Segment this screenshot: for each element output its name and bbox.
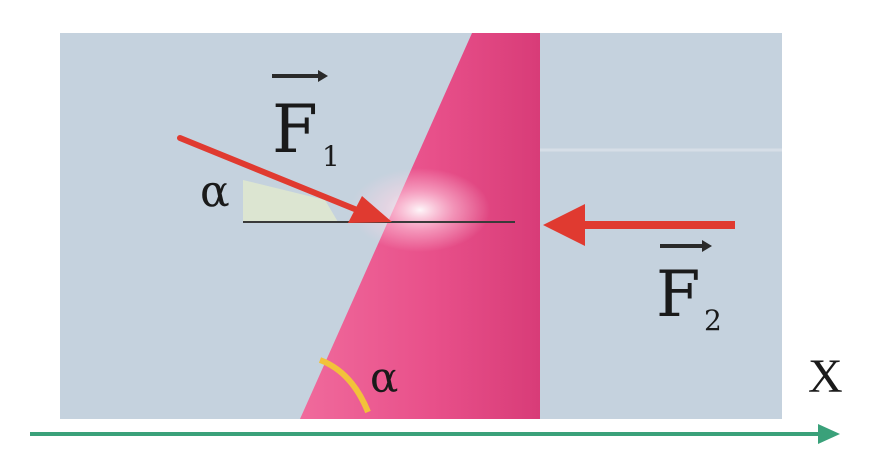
force-f2-arrowhead: [543, 204, 585, 246]
angle-bottom-label: α: [370, 353, 398, 402]
force-f1-arrow-shaft: [177, 135, 365, 215]
contact-glow: [350, 168, 490, 252]
force-f2-subscript: 2: [704, 304, 722, 337]
force-f1-arrowhead: [348, 196, 392, 223]
force-f1-vector-bar-head: [318, 70, 328, 82]
force-f2-letter: F: [656, 258, 700, 332]
angle-top-fill: [243, 180, 338, 222]
force-f1-letter: F: [272, 91, 318, 168]
x-axis-arrowhead: [818, 424, 840, 444]
force-f2-vector-bar-head: [702, 240, 712, 252]
angle-top-label: α: [200, 166, 230, 217]
angle-bottom-arc: [318, 357, 371, 414]
x-axis-label: X: [808, 350, 843, 403]
force-f1-subscript: 1: [322, 140, 340, 173]
